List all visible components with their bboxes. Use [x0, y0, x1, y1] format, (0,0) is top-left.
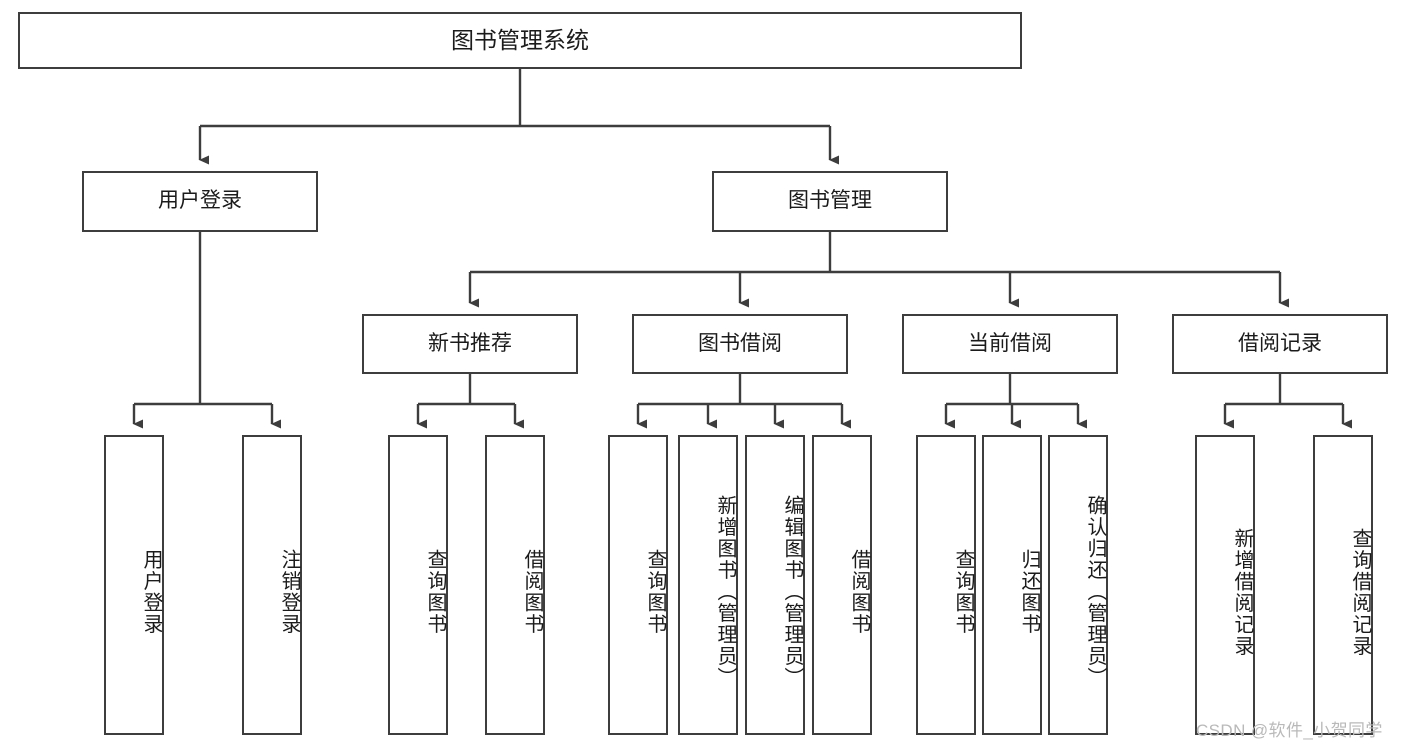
node-label: 查询图书 — [952, 549, 974, 635]
node-leaf-logout[interactable]: 注销登录 — [242, 435, 302, 735]
node-user-login[interactable]: 用户登录 — [82, 171, 318, 232]
node-label: 借阅图书 — [848, 549, 870, 635]
node-leaf-query-book-3[interactable]: 查询图书 — [916, 435, 976, 735]
node-label: 当前借阅 — [968, 331, 1052, 355]
node-label: 用户登录 — [158, 189, 242, 213]
node-label: 借阅记录 — [1238, 331, 1322, 355]
node-label: 借阅图书 — [521, 549, 543, 635]
node-label: 查询图书 — [644, 549, 666, 635]
node-leaf-query-book-2[interactable]: 查询图书 — [608, 435, 668, 735]
node-book-borrow[interactable]: 图书借阅 — [632, 314, 848, 374]
node-label: 编辑图书（管理员） — [781, 495, 803, 689]
node-book-manage[interactable]: 图书管理 — [712, 171, 948, 232]
node-leaf-return-book[interactable]: 归还图书 — [982, 435, 1042, 735]
node-leaf-edit-book[interactable]: 编辑图书（管理员） — [745, 435, 805, 735]
node-leaf-confirm-return[interactable]: 确认归还（管理员） — [1048, 435, 1108, 735]
node-leaf-borrow-book-2[interactable]: 借阅图书 — [812, 435, 872, 735]
node-leaf-borrow-book-1[interactable]: 借阅图书 — [485, 435, 545, 735]
node-root[interactable]: 图书管理系统 — [18, 12, 1022, 69]
node-label: 注销登录 — [278, 549, 300, 635]
node-label: 图书管理系统 — [451, 27, 589, 54]
node-label: 查询图书 — [424, 549, 446, 635]
node-label: 新书推荐 — [428, 331, 512, 355]
node-label: 归还图书 — [1018, 549, 1040, 635]
node-label: 新增图书（管理员） — [714, 495, 736, 689]
node-label: 图书管理 — [788, 189, 872, 213]
node-leaf-query-book-1[interactable]: 查询图书 — [388, 435, 448, 735]
csdn-watermark: CSDN @软件_小贺同学 — [1196, 721, 1383, 740]
node-leaf-add-book[interactable]: 新增图书（管理员） — [678, 435, 738, 735]
node-label: 用户登录 — [140, 549, 162, 635]
node-label: 新增借阅记录 — [1231, 527, 1253, 657]
node-leaf-user-login[interactable]: 用户登录 — [104, 435, 164, 735]
node-new-book-rec[interactable]: 新书推荐 — [362, 314, 578, 374]
node-borrow-record[interactable]: 借阅记录 — [1172, 314, 1388, 374]
node-label: 图书借阅 — [698, 331, 782, 355]
node-leaf-add-record[interactable]: 新增借阅记录 — [1195, 435, 1255, 735]
node-leaf-query-record[interactable]: 查询借阅记录 — [1313, 435, 1373, 735]
node-current-borrow[interactable]: 当前借阅 — [902, 314, 1118, 374]
node-label: 查询借阅记录 — [1349, 527, 1371, 657]
node-label: 确认归还（管理员） — [1084, 495, 1106, 689]
